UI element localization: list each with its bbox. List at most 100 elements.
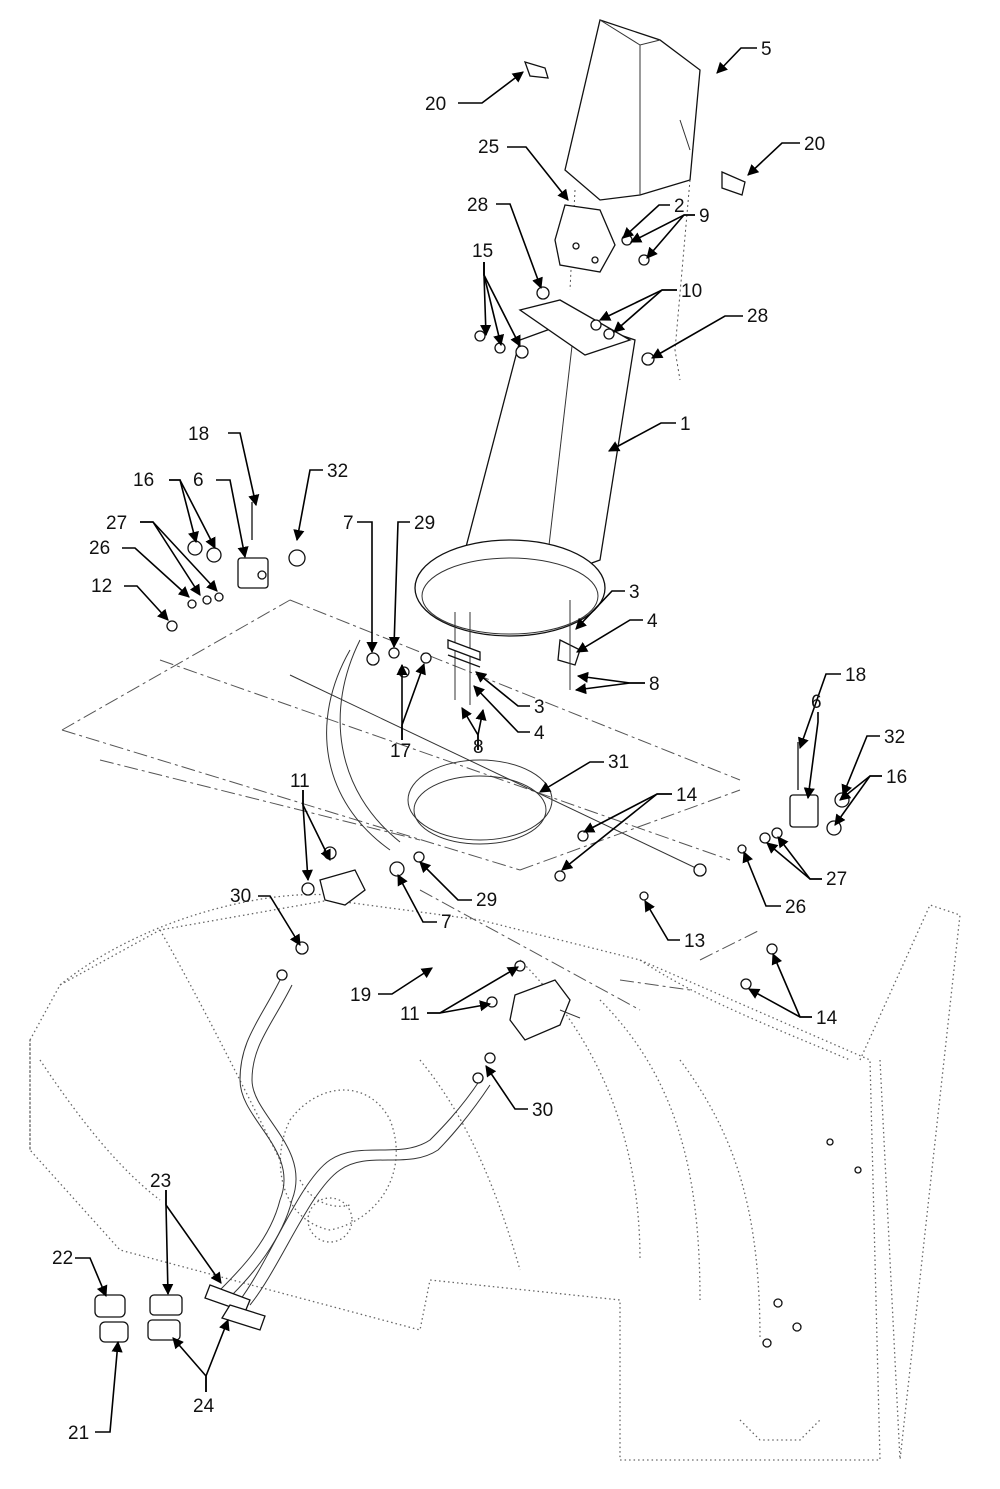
leader-15c xyxy=(483,262,521,347)
leader-7a xyxy=(357,521,378,654)
mounting-plane xyxy=(61,599,761,1011)
leader-8a xyxy=(576,671,645,684)
callout-18-left: 18 xyxy=(188,424,209,445)
leader-16a xyxy=(169,479,199,544)
leader-5 xyxy=(716,47,757,74)
leader-13 xyxy=(644,900,680,941)
callout-14-lower: 14 xyxy=(816,1008,838,1029)
hardware xyxy=(166,61,850,1084)
callout-16-right: 16 xyxy=(886,767,907,788)
callout-4-left: 4 xyxy=(534,723,545,744)
callout-8-left: 8 xyxy=(473,737,484,758)
callout-15: 15 xyxy=(472,241,493,262)
leader-1 xyxy=(608,422,676,452)
leader-32b xyxy=(841,735,880,797)
callout-5: 5 xyxy=(761,39,772,60)
callout-19: 19 xyxy=(350,985,371,1006)
callout-17: 17 xyxy=(390,741,411,762)
leader-3a xyxy=(575,590,625,630)
callout-32-right: 32 xyxy=(884,727,905,748)
leader-16b xyxy=(169,479,216,549)
leader-3b xyxy=(475,671,530,707)
leader-14c xyxy=(771,952,812,1018)
hydraulic-cylinder xyxy=(319,869,581,1041)
leader-18b xyxy=(798,673,841,750)
leader-31 xyxy=(539,761,604,793)
blower-housing xyxy=(29,893,961,1461)
callout-9: 9 xyxy=(699,206,710,227)
callout-3-left: 3 xyxy=(534,697,545,718)
callout-7-top: 7 xyxy=(343,513,354,534)
callout-14-upper: 14 xyxy=(676,785,698,806)
leader-32a xyxy=(293,469,323,542)
leader-27a xyxy=(140,521,201,596)
chute-ring xyxy=(289,639,707,877)
leader-19 xyxy=(378,967,433,995)
leader-25 xyxy=(507,146,569,201)
callout-26-right: 26 xyxy=(785,897,806,918)
lower-chute xyxy=(414,299,636,637)
leader-30a xyxy=(258,895,301,946)
leader-11c xyxy=(427,966,519,1014)
hydraulic-lines xyxy=(204,979,491,1331)
callout-11-lower: 11 xyxy=(400,1004,420,1025)
callout-29-lower: 29 xyxy=(476,890,497,911)
callout-20-left: 20 xyxy=(425,94,446,115)
callout-2: 2 xyxy=(674,196,685,217)
leader-16d xyxy=(834,775,882,826)
leader-4a xyxy=(576,619,643,653)
callout-6-right: 6 xyxy=(811,692,822,713)
callout-6-left: 6 xyxy=(193,470,204,491)
leader-8b xyxy=(574,682,645,695)
leader-6b xyxy=(803,712,819,800)
leader-22 xyxy=(75,1257,108,1298)
callout-labels: 5 20 20 25 2 9 28 15 10 28 1 18 32 16 6 … xyxy=(52,39,907,1444)
callout-32-left: 32 xyxy=(327,461,348,482)
leader-30b xyxy=(485,1065,528,1110)
callout-11-upper: 11 xyxy=(290,771,310,792)
callout-4-right: 4 xyxy=(647,611,658,632)
callout-23: 23 xyxy=(150,1171,171,1192)
leader-10a xyxy=(598,289,677,321)
leader-26a xyxy=(122,547,190,598)
callout-29-top: 29 xyxy=(414,513,435,534)
leader-4b xyxy=(473,685,530,733)
leader-9a xyxy=(630,214,695,243)
leader-17b xyxy=(401,662,426,740)
callout-20-right: 20 xyxy=(804,134,825,155)
callout-3-right: 3 xyxy=(629,582,640,603)
callout-12: 12 xyxy=(91,576,112,597)
callout-30-lower: 30 xyxy=(532,1100,553,1121)
leader-20a xyxy=(458,71,524,104)
callout-leaders xyxy=(75,47,882,1433)
callout-26-left: 26 xyxy=(89,538,110,559)
leader-23b xyxy=(165,1190,222,1284)
leader-26b xyxy=(742,850,781,907)
leader-21 xyxy=(95,1340,123,1433)
callout-31: 31 xyxy=(608,752,629,773)
callout-13: 13 xyxy=(684,931,705,952)
callout-30-upper: 30 xyxy=(230,886,251,907)
callout-7-lower: 7 xyxy=(441,912,452,933)
callout-25: 25 xyxy=(478,137,499,158)
leader-29b xyxy=(419,861,472,901)
leader-28b xyxy=(651,315,743,359)
leader-10b xyxy=(613,289,677,333)
leader-11d xyxy=(427,1000,492,1014)
leader-2 xyxy=(622,204,670,239)
callout-27-left: 27 xyxy=(106,513,127,534)
callout-18-right: 18 xyxy=(845,665,866,686)
leader-27b xyxy=(140,521,218,592)
callout-1: 1 xyxy=(680,414,691,435)
leader-29a xyxy=(388,521,410,649)
leader-6a xyxy=(216,479,249,559)
callout-21: 21 xyxy=(68,1423,89,1444)
leader-24b xyxy=(205,1318,230,1392)
leader-27d xyxy=(766,842,822,880)
callout-24: 24 xyxy=(193,1396,215,1417)
couplers xyxy=(94,1294,183,1343)
leader-18a xyxy=(228,432,260,507)
leader-8d xyxy=(475,708,487,750)
leader-14b xyxy=(561,793,672,871)
